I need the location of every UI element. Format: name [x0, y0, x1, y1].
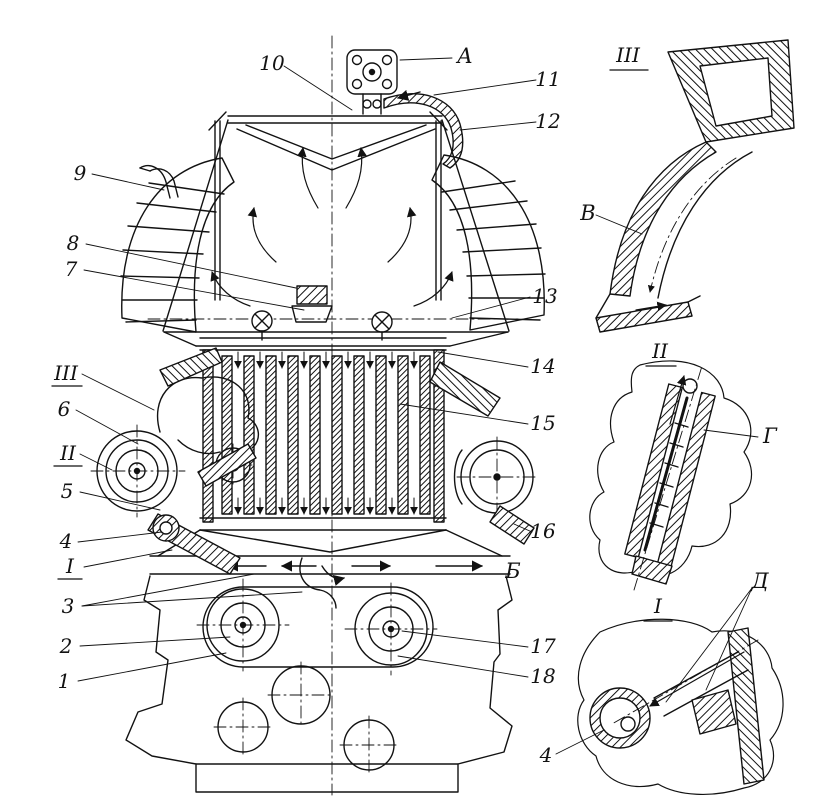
- label-underlines: [51, 69, 677, 622]
- right-fitting: [429, 361, 538, 545]
- engine-block: [125, 575, 513, 793]
- callout-11: 11: [535, 67, 560, 91]
- callout-8: 8: [67, 231, 80, 255]
- detail-view-I: [577, 618, 784, 795]
- callout-7: 7: [65, 257, 78, 281]
- callout-V: В: [579, 201, 595, 225]
- detail-view-III: [595, 39, 795, 333]
- volute-left: [120, 157, 235, 333]
- main-view: [90, 35, 546, 796]
- callout-1: 1: [58, 669, 71, 693]
- air-bracket: [346, 49, 398, 115]
- leader-lines: [75, 57, 759, 755]
- callout-15: 15: [530, 411, 555, 435]
- section-ref-I: I: [65, 554, 75, 578]
- fan-shroud: [162, 111, 510, 332]
- left-elbow-pipe: [139, 164, 179, 199]
- callout-5: 5: [61, 479, 74, 503]
- callout-18: 18: [530, 664, 555, 688]
- airflow-arrows: [210, 147, 454, 307]
- callout-9: 9: [74, 161, 87, 185]
- view-I-title: I: [653, 594, 663, 618]
- callout-4: 4: [59, 529, 73, 553]
- callout-10: 10: [259, 51, 285, 75]
- water-pump-cluster: [90, 347, 259, 575]
- callout-12: 12: [535, 109, 560, 133]
- callout-G: Г: [762, 424, 778, 448]
- callout-17: 17: [530, 634, 556, 658]
- view-II-title: II: [651, 339, 669, 363]
- volute-right: [431, 154, 546, 331]
- callout-2: 2: [59, 634, 73, 658]
- labels: 10 А 11 12 9 8 7 13 III 6 II 14 15 5 4 I…: [53, 43, 778, 767]
- callout-13: 13: [532, 284, 557, 308]
- radiator-core: [199, 337, 447, 531]
- callout-3: 3: [62, 594, 75, 618]
- section-ref-III: III: [53, 361, 79, 385]
- callout-6: 6: [58, 397, 71, 421]
- callout-A: А: [455, 44, 473, 68]
- detail-view-II: [589, 360, 753, 591]
- upper-tank-band: [163, 285, 509, 347]
- air-pipe: [383, 89, 464, 169]
- callout-4-detail: 4: [539, 743, 553, 767]
- callout-B-flow: Б: [504, 559, 520, 583]
- section-ref-II: II: [59, 441, 77, 465]
- callout-D: Д: [750, 569, 769, 593]
- view-III-title: III: [615, 43, 641, 67]
- callout-14: 14: [530, 354, 555, 378]
- callout-16: 16: [530, 519, 556, 543]
